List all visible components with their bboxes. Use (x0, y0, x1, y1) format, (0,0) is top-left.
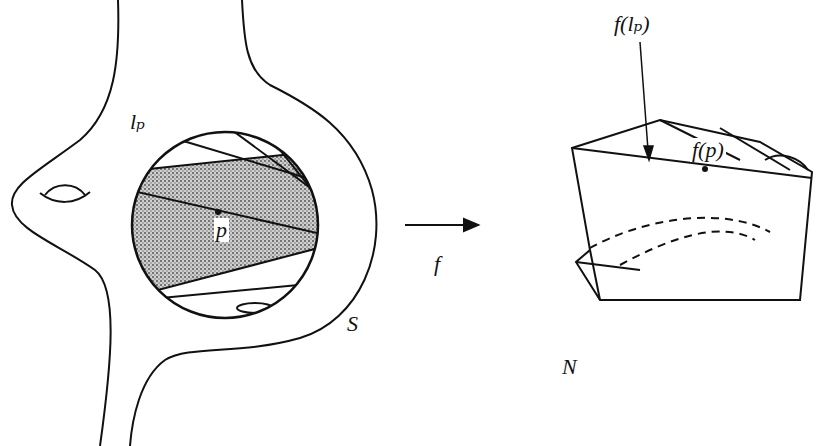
math-label: f(lₚ) (612, 12, 652, 36)
surface-outline (12, 0, 377, 446)
math-label: N (560, 355, 579, 379)
math-label: f(p) (690, 138, 726, 162)
point-p (215, 209, 221, 215)
point-fp (702, 166, 708, 172)
math-label: p (214, 218, 229, 242)
math-label: S (345, 312, 360, 336)
pleated-surface (572, 120, 812, 300)
disk-outline (132, 132, 318, 318)
leader-line (640, 42, 653, 160)
map-arrow (405, 219, 478, 231)
shaded-region (120, 128, 330, 300)
math-label: lₚ (128, 110, 147, 134)
geodesic-lines (120, 125, 330, 313)
math-label: f (432, 252, 442, 276)
